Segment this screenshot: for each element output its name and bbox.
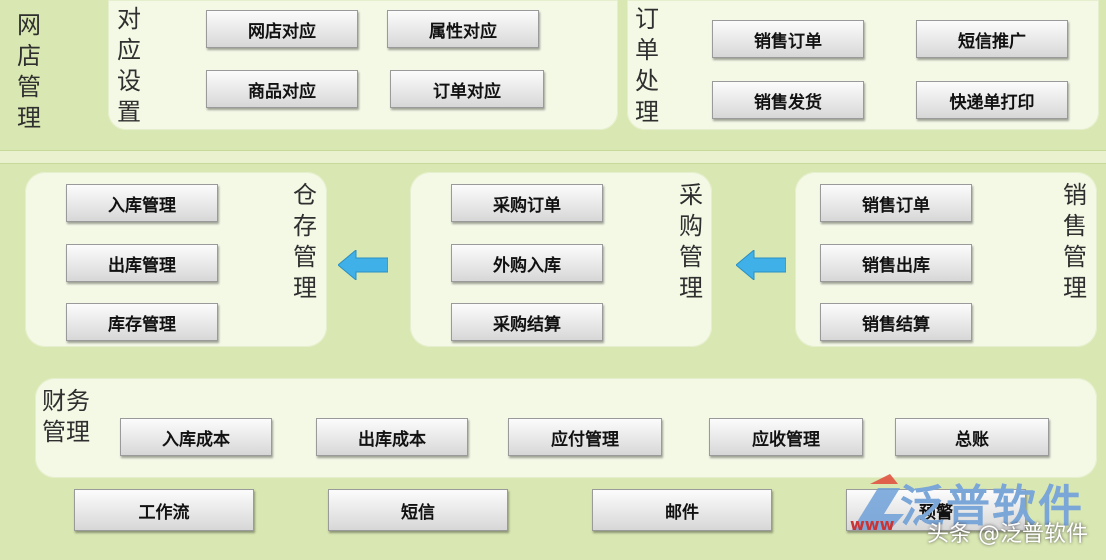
warehouse-label-text: 仓存管理 [293, 181, 317, 302]
order-processing-label-text: 订单处理 [635, 5, 659, 126]
sales-order-button[interactable]: 销售订单 [820, 184, 972, 222]
sales-outbound-button[interactable]: 销售出库 [820, 244, 972, 282]
order-mapping-button[interactable]: 订单对应 [390, 70, 544, 108]
email-button[interactable]: 邮件 [592, 489, 772, 531]
purchase-label-text: 采购管理 [679, 181, 703, 302]
inventory-management-button[interactable]: 库存管理 [66, 303, 218, 341]
attribute-mapping-button[interactable]: 属性对应 [387, 10, 539, 48]
receivables-button[interactable]: 应收管理 [709, 418, 863, 456]
arrow-left-icon-2 [736, 250, 786, 280]
sales-settlement-button[interactable]: 销售结算 [820, 303, 972, 341]
order-processing-label: 订单处理 [632, 4, 662, 128]
outbound-management-button[interactable]: 出库管理 [66, 244, 218, 282]
sms-button[interactable]: 短信 [328, 489, 508, 531]
sms-promotion-button[interactable]: 短信推广 [916, 20, 1068, 58]
store-mapping-button[interactable]: 网店对应 [206, 10, 358, 48]
purchase-order-button[interactable]: 采购订单 [451, 184, 603, 222]
arrow-left-icon [338, 250, 388, 280]
watermark-text: 头条 @泛普软件 [927, 522, 1088, 547]
online-store-label-text: 网店管理 [17, 11, 41, 132]
logo-url: www [850, 515, 895, 534]
purchase-label: 采购管理 [676, 180, 706, 304]
outbound-cost-button[interactable]: 出库成本 [316, 418, 468, 456]
sales-shipping-button[interactable]: 销售发货 [712, 81, 864, 119]
mapping-settings-label: 对应设置 [114, 4, 144, 128]
purchase-settlement-button[interactable]: 采购结算 [451, 303, 603, 341]
express-print-button[interactable]: 快递单打印 [916, 81, 1068, 119]
workflow-button[interactable]: 工作流 [74, 489, 254, 531]
warehouse-label: 仓存管理 [290, 180, 320, 304]
mapping-settings-label-text: 对应设置 [117, 5, 141, 126]
inbound-management-button[interactable]: 入库管理 [66, 184, 218, 222]
logo-name: 泛普软件 [900, 481, 1084, 532]
general-ledger-button[interactable]: 总账 [895, 418, 1049, 456]
product-mapping-button[interactable]: 商品对应 [206, 70, 358, 108]
sales-order-button-top[interactable]: 销售订单 [712, 20, 864, 58]
logo-icon [852, 474, 904, 530]
online-store-label: 网店管理 [14, 10, 44, 134]
sales-label-text: 销售管理 [1063, 181, 1087, 302]
section-divider [0, 150, 1106, 164]
sales-label: 销售管理 [1060, 180, 1090, 304]
external-inbound-button[interactable]: 外购入库 [451, 244, 603, 282]
finance-label: 财务管理 [42, 386, 98, 448]
finance-label-text: 财务管理 [42, 387, 90, 446]
inbound-cost-button[interactable]: 入库成本 [120, 418, 272, 456]
mapping-settings-panel [108, 0, 618, 130]
payables-button[interactable]: 应付管理 [508, 418, 662, 456]
